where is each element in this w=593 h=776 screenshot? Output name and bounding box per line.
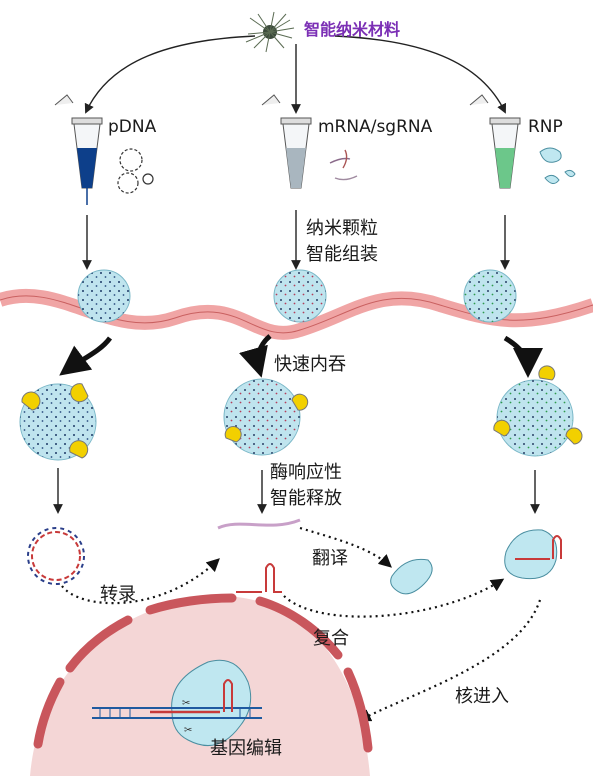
svg-text:✂: ✂ <box>182 698 190 709</box>
protein-icon <box>390 558 433 595</box>
svg-text:✂: ✂ <box>184 725 192 736</box>
distribution-arrows <box>84 35 507 114</box>
nanoparticle-icon <box>493 365 583 457</box>
dotted-arrows <box>61 526 542 722</box>
protein-icon <box>539 147 576 184</box>
sgrna-icon <box>236 563 282 593</box>
mrna-strand <box>217 518 301 530</box>
editing-complex: ✂ ✂ <box>92 659 262 747</box>
nuclear-entry-label: 核进入 <box>455 686 509 707</box>
release-label-2: 智能释放 <box>270 488 342 509</box>
nanoparticle-icon <box>77 269 131 323</box>
complexing-label: 复合 <box>313 628 349 649</box>
uptake-arrows <box>59 334 543 378</box>
transcription-label: 转录 <box>100 584 136 605</box>
nanoparticle-icon <box>19 383 97 461</box>
uptake-label: 快速内吞 <box>274 354 346 375</box>
rnp-label: RNP <box>528 117 563 137</box>
down-arrows-2 <box>53 468 540 514</box>
nanoparticle-icon <box>463 269 517 323</box>
editing-label: 基因编辑 <box>210 738 282 759</box>
mrna-sgrna-label: mRNA/sgRNA <box>318 117 433 137</box>
down-arrows <box>82 210 510 270</box>
tube-icon <box>54 94 103 205</box>
tube-icon <box>261 94 312 189</box>
title-label: 智能纳米材料 <box>304 20 401 39</box>
release-label-1: 酶响应性 <box>270 462 342 483</box>
nanoparticle-icon <box>223 378 309 456</box>
rnp-complex <box>504 529 562 580</box>
assembly-label-2: 智能组装 <box>306 244 378 265</box>
translation-label: 翻译 <box>312 548 348 569</box>
plasmid-icon <box>117 148 154 194</box>
assembly-label-1: 纳米颗粒 <box>306 218 378 239</box>
nanoparticle-icon <box>273 269 327 323</box>
pdna-label: pDNA <box>108 117 157 137</box>
dna-icon <box>27 527 85 585</box>
nanomaterial-icon <box>245 11 295 53</box>
rna-icon <box>329 149 358 181</box>
tube-icon <box>469 94 521 189</box>
